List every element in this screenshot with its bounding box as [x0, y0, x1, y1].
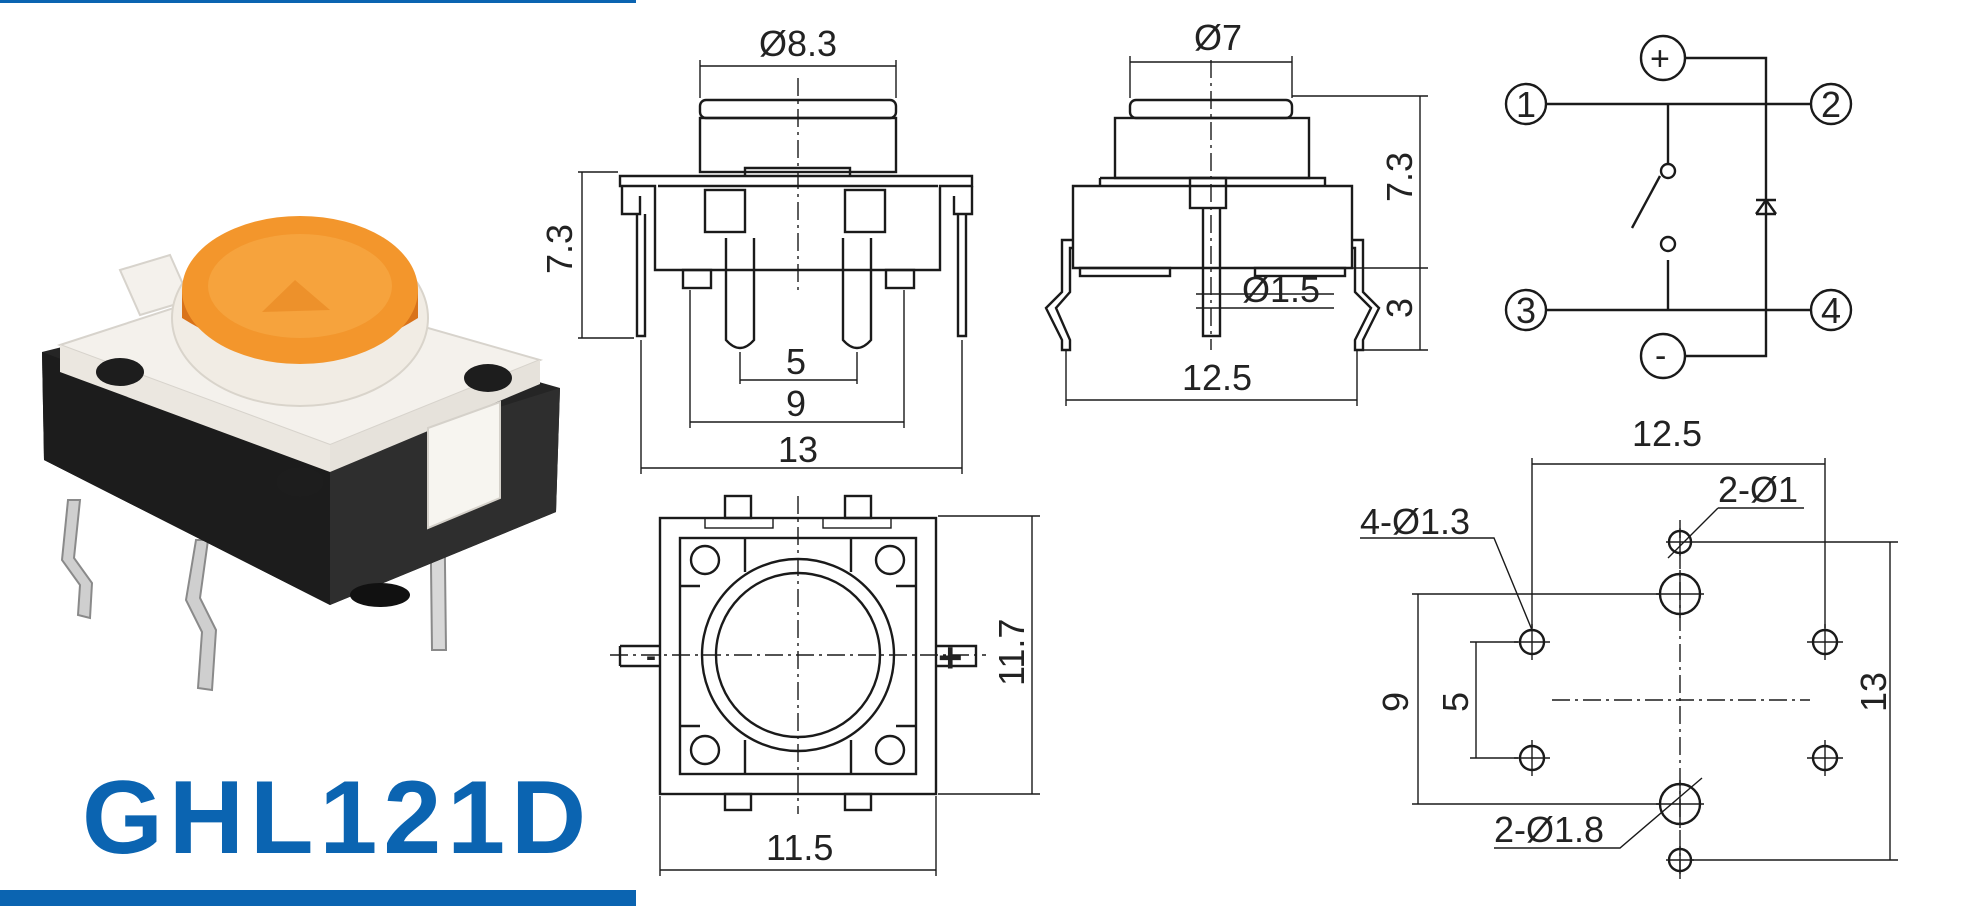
front-width-label: 13: [778, 429, 818, 470]
top-accent-line: [0, 0, 636, 3]
side-width-label: 12.5: [1182, 357, 1252, 398]
top-width-label: 11.5: [766, 827, 833, 868]
model-title: GHL121D: [82, 760, 593, 876]
pcb-span-x: 12.5: [1632, 413, 1702, 454]
pcb-span-y-outer: 9: [1375, 692, 1416, 712]
front-cap-diameter: Ø8.3: [759, 23, 837, 64]
schematic-pin-1: 1: [1516, 84, 1536, 125]
bottom-accent-bar: [0, 890, 636, 906]
front-pitch-outer: 9: [786, 383, 806, 424]
circuit-schematic: 1 2 3 4 + -: [1504, 34, 1853, 380]
product-photo: [42, 216, 560, 692]
top-minus-symbol: -: [646, 640, 656, 673]
top-plus-symbol: +: [938, 634, 963, 681]
front-height-label: 7.3: [539, 224, 580, 274]
pcb-pin-holes: 4-Ø1.3: [1360, 501, 1470, 542]
pcb-footprint: 12.5 13 9 5 2-Ø1 4-Ø1.3 2-Ø1.8: [1360, 413, 1898, 880]
top-height-label: 11.7: [991, 619, 1032, 686]
pcb-span-y-total: 13: [1853, 672, 1894, 712]
side-cap-diameter: Ø7: [1194, 17, 1242, 58]
top-view: - + 11.7 11.5: [610, 494, 1040, 876]
side-height-label: 7.3: [1379, 152, 1420, 202]
side-pin-length: 3: [1379, 298, 1420, 318]
pcb-large-holes: 2-Ø1.8: [1494, 809, 1604, 850]
schematic-minus-terminal: -: [1655, 337, 1666, 375]
pcb-span-y-inner: 5: [1435, 692, 1476, 712]
front-pitch-inner: 5: [786, 341, 806, 382]
schematic-plus-terminal: +: [1650, 40, 1670, 78]
side-view: Ø7 7.3 3 Ø1.5 12.5: [1044, 17, 1428, 406]
schematic-pin-2: 2: [1821, 84, 1841, 125]
pcb-small-holes: 2-Ø1: [1718, 469, 1798, 510]
side-pin-diameter: Ø1.5: [1242, 269, 1320, 310]
schematic-pin-4: 4: [1821, 290, 1841, 331]
schematic-pin-3: 3: [1516, 290, 1536, 331]
front-view: Ø8.3 7.3 5 9 13: [539, 23, 974, 474]
